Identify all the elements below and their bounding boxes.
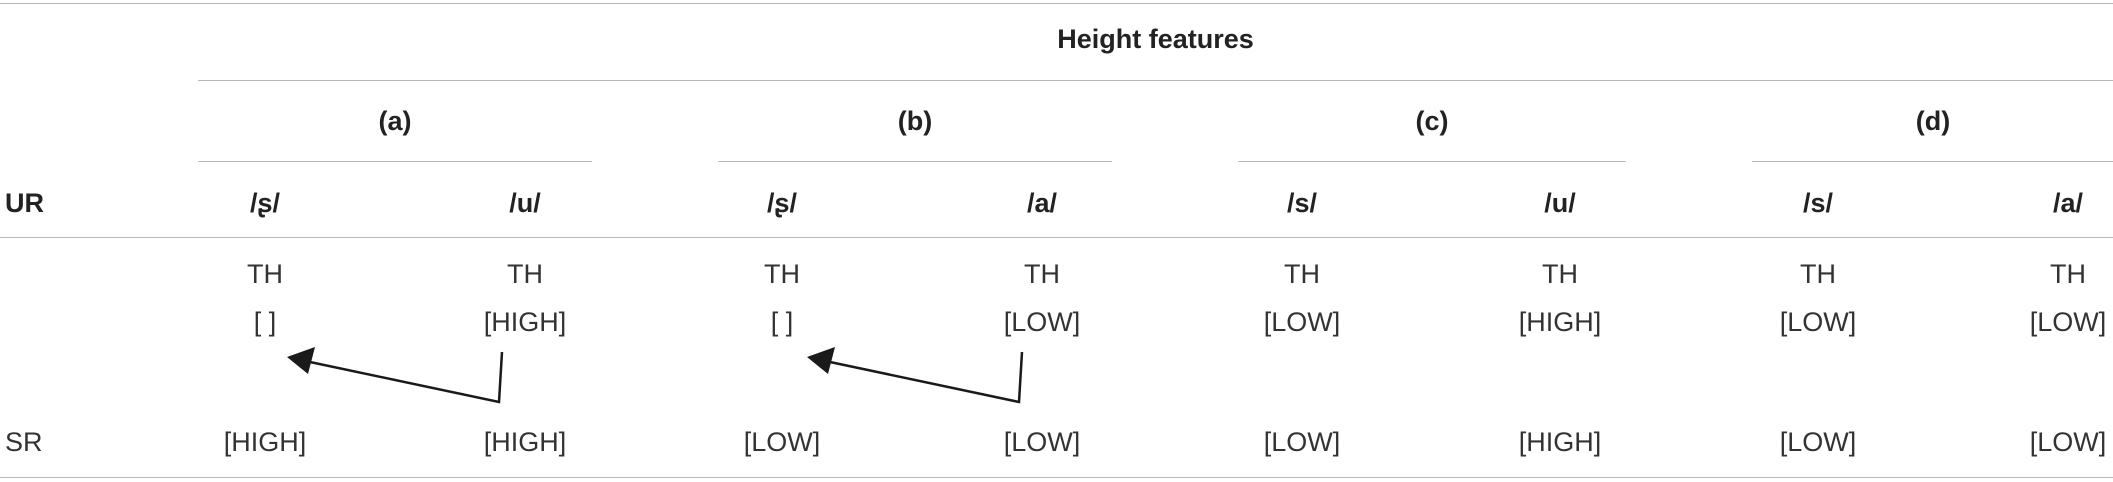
ur-cell: /ʂ/	[766, 188, 798, 218]
th-cell: TH	[1800, 259, 1836, 289]
feature-cell: [LOW]	[1003, 307, 1081, 337]
feature-cell: [LOW]	[1779, 307, 1857, 337]
group-header-d: (d)	[1915, 106, 1951, 136]
sr-cell: [LOW]	[743, 427, 821, 457]
group-d-underline	[1752, 161, 2113, 162]
group-c-underline	[1238, 161, 1626, 162]
feature-cell: [HIGH]	[1518, 307, 1602, 337]
th-cell: TH	[247, 259, 283, 289]
th-cell: TH	[1284, 259, 1320, 289]
th-cell: TH	[2050, 259, 2086, 289]
feature-cell: [LOW]	[1263, 307, 1341, 337]
feature-cell: [ ]	[770, 307, 794, 337]
header-bottom-rule	[0, 237, 2113, 238]
sr-cell: [LOW]	[1779, 427, 1857, 457]
table-bottom-rule	[0, 477, 2113, 478]
th-cell: TH	[1542, 259, 1578, 289]
sr-cell: [LOW]	[1263, 427, 1341, 457]
feature-cell: [HIGH]	[483, 307, 567, 337]
group-header-b: (b)	[897, 106, 933, 136]
sr-cell: [LOW]	[2029, 427, 2107, 457]
sr-cell: [HIGH]	[223, 427, 307, 457]
ur-cell: /s/	[1286, 188, 1318, 218]
table-title: Height features	[1057, 24, 1254, 54]
th-cell: TH	[1024, 259, 1060, 289]
sr-cell: [HIGH]	[1518, 427, 1602, 457]
ur-cell: /ʂ/	[249, 188, 281, 218]
sr-cell: [HIGH]	[483, 427, 567, 457]
ur-cell: /u/	[509, 188, 541, 218]
ur-cell: /u/	[1544, 188, 1576, 218]
arrow-a	[287, 347, 504, 404]
group-header-c: (c)	[1415, 106, 1449, 136]
ur-cell: /a/	[2052, 188, 2084, 218]
ur-cell: /a/	[1026, 188, 1058, 218]
th-cell: TH	[507, 259, 543, 289]
row-label-ur: UR	[5, 188, 44, 218]
title-underline	[198, 80, 2113, 81]
arrow-b	[807, 347, 1024, 404]
th-cell: TH	[764, 259, 800, 289]
feature-cell: [LOW]	[2029, 307, 2107, 337]
row-label-sr: SR	[5, 427, 43, 457]
group-b-underline	[718, 161, 1112, 162]
top-rule	[0, 3, 2113, 4]
feature-cell: [ ]	[253, 307, 277, 337]
ur-cell: /s/	[1802, 188, 1834, 218]
group-a-underline	[198, 161, 592, 162]
group-header-a: (a)	[378, 106, 412, 136]
sr-cell: [LOW]	[1003, 427, 1081, 457]
